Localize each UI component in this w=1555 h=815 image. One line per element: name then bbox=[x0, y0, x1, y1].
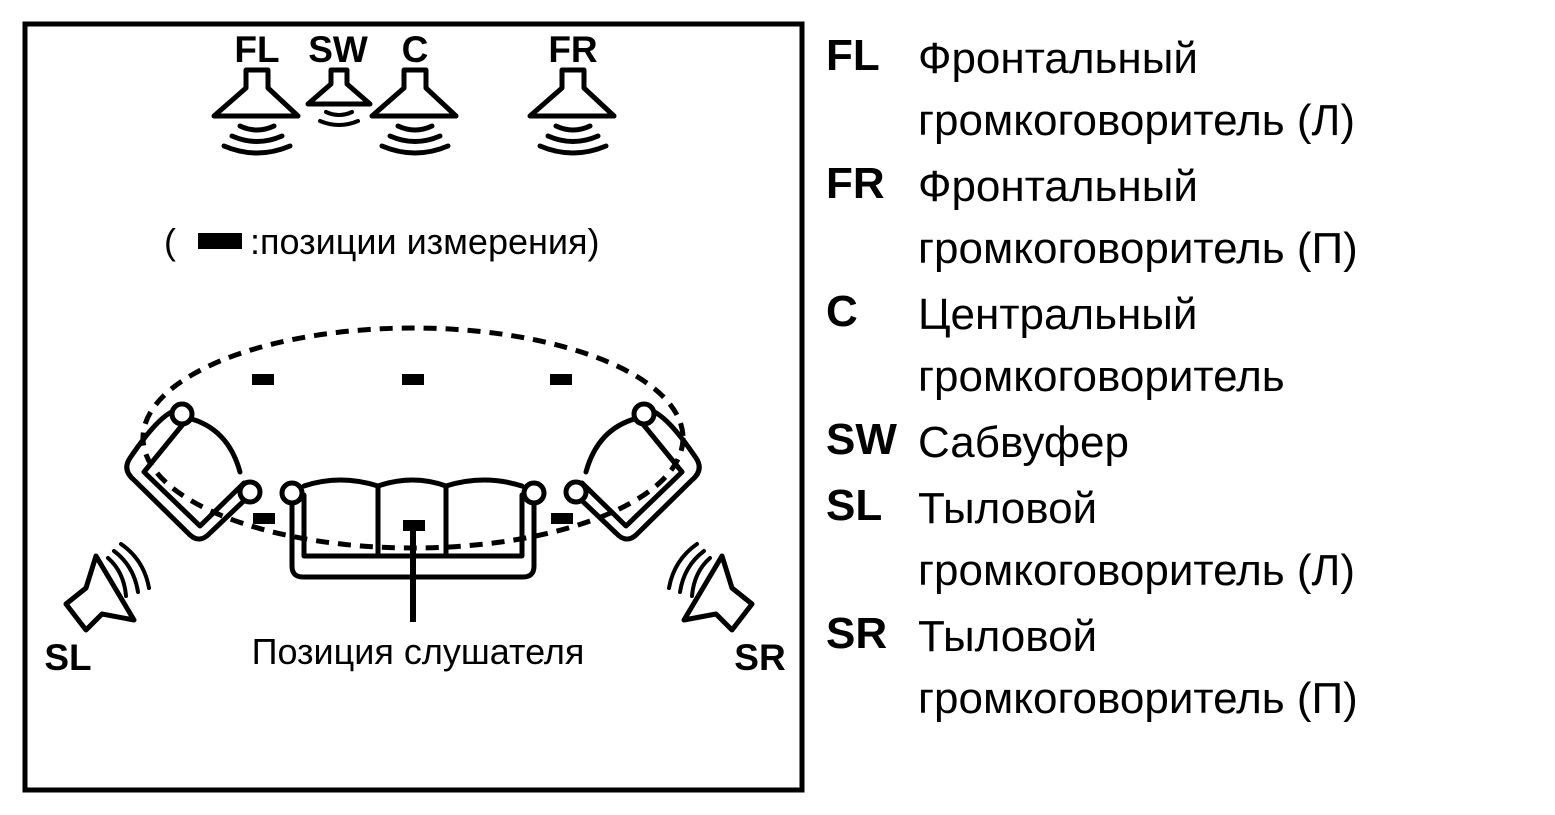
legend-desc-line2: громкоговоритель (Л) bbox=[918, 546, 1356, 595]
room-frame bbox=[22, 21, 805, 793]
measurement-mark bbox=[253, 513, 275, 524]
measure-note-text: :позиции измерения) bbox=[250, 221, 599, 262]
legend-description: Центральный громкоговоритель bbox=[918, 284, 1285, 408]
legend-item-c: C Центральный громкоговоритель bbox=[826, 284, 1546, 408]
legend-item-sl: SL Тыловой громкоговоритель (Л) bbox=[826, 478, 1546, 602]
legend-desc-line2: громкоговоритель (П) bbox=[918, 224, 1358, 273]
legend-code: SL bbox=[826, 481, 883, 530]
measurement-mark bbox=[551, 513, 573, 524]
sw-label: SW bbox=[308, 29, 368, 70]
legend-description: Фронтальный громкоговоритель (П) bbox=[918, 156, 1358, 280]
sr-label: SR bbox=[734, 637, 785, 678]
surround-left-speaker-icon bbox=[63, 542, 151, 633]
legend-code: FL bbox=[826, 31, 880, 80]
listener-position-label: Позиция слушателя bbox=[252, 631, 585, 672]
front-right-speaker-icon bbox=[527, 67, 617, 156]
measurement-mark bbox=[403, 520, 425, 531]
legend-code: SW bbox=[826, 415, 897, 464]
legend-description: Тыловой громкоговоритель (П) bbox=[918, 606, 1358, 730]
left-armchair-icon bbox=[124, 401, 263, 542]
speaker-legend: FL Фронтальный громкоговоритель (Л) FR Ф… bbox=[826, 28, 1546, 734]
legend-desc-line1: Сабвуфер bbox=[918, 418, 1129, 467]
sl-label: SL bbox=[44, 637, 91, 678]
surround-right-speaker-icon bbox=[667, 542, 755, 633]
legend-item-fr: FR Фронтальный громкоговоритель (П) bbox=[826, 156, 1546, 280]
right-armchair-icon bbox=[563, 401, 702, 542]
legend-desc-line1: Фронтальный bbox=[918, 162, 1198, 211]
center-speaker-icon bbox=[369, 67, 459, 156]
legend-desc-line2: громкоговоритель (П) bbox=[918, 674, 1358, 723]
c-label: C bbox=[402, 29, 429, 70]
legend-code: C bbox=[826, 287, 858, 336]
measure-note-paren: ( bbox=[164, 221, 176, 262]
legend-desc-line1: Тыловой bbox=[918, 612, 1098, 661]
legend-desc-line2: громкоговоритель bbox=[918, 352, 1285, 401]
measurement-mark bbox=[252, 374, 274, 385]
measurement-mark bbox=[402, 374, 424, 385]
legend-code: FR bbox=[826, 159, 885, 208]
legend-desc-line1: Центральный bbox=[918, 290, 1198, 339]
fr-label: FR bbox=[548, 29, 597, 70]
fl-label: FL bbox=[234, 29, 279, 70]
legend-description: Тыловой громкоговоритель (Л) bbox=[918, 478, 1355, 602]
legend-desc-line1: Фронтальный bbox=[918, 34, 1198, 83]
legend-description: Сабвуфер bbox=[918, 412, 1129, 474]
room-layout-diagram: FL SW C FR ( :позиции измерения) bbox=[22, 21, 805, 793]
measurement-mark bbox=[550, 374, 572, 385]
legend-description: Фронтальный громкоговоритель (Л) bbox=[918, 28, 1355, 152]
measurement-positions bbox=[252, 374, 573, 531]
legend-item-fl: FL Фронтальный громкоговоритель (Л) bbox=[826, 28, 1546, 152]
legend-desc-line1: Тыловой bbox=[918, 484, 1098, 533]
legend-code: SR bbox=[826, 609, 888, 658]
measure-legend-mark bbox=[198, 233, 242, 249]
legend-item-sw: SW Сабвуфер bbox=[826, 412, 1546, 474]
legend-item-sr: SR Тыловой громкоговоритель (П) bbox=[826, 606, 1546, 730]
front-left-speaker-icon bbox=[211, 67, 301, 156]
legend-desc-line2: громкоговоритель (Л) bbox=[918, 96, 1356, 145]
subwoofer-icon bbox=[305, 67, 373, 127]
